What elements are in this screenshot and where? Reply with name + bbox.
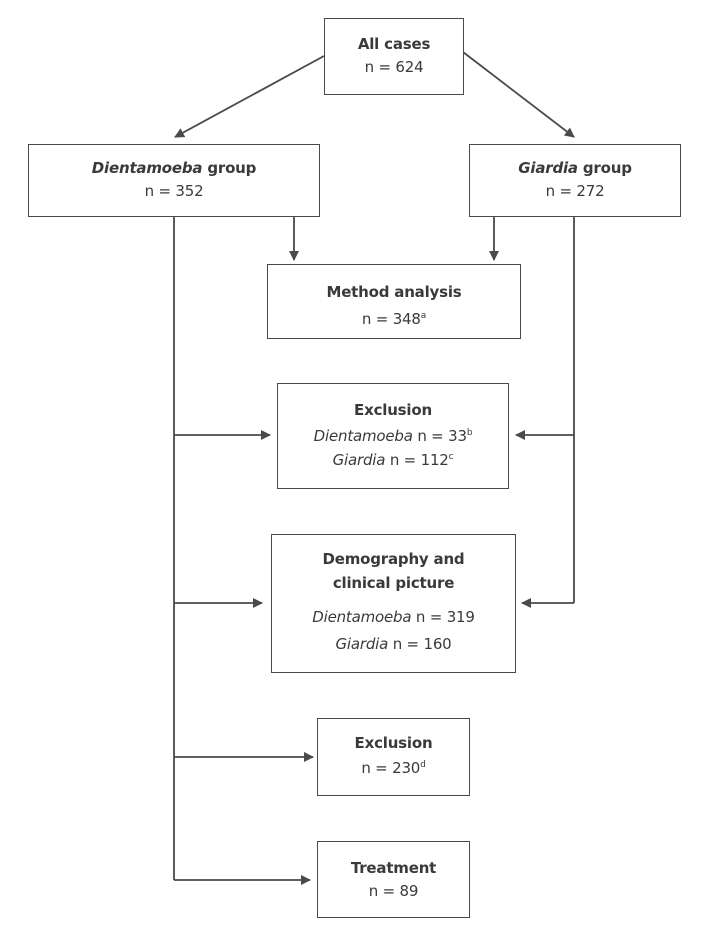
demography-box: Demography and clinical picture Dientamo…: [271, 534, 516, 673]
dientamoeba-group-title-rest: group: [207, 159, 257, 177]
exclusion-2-title: Exclusion: [354, 734, 433, 752]
giardia-group-title: Giardia group: [470, 157, 680, 179]
exclusion-1-dientamoeba-note: b: [466, 428, 473, 438]
treatment-count: n = 89: [368, 882, 419, 900]
method-analysis-count: n = 348: [361, 310, 421, 328]
arrow-all-to-dientamoeba: [174, 55, 325, 138]
demography-dientamoeba-count: n = 319: [415, 608, 475, 626]
exclusion-2-count: n = 230: [361, 759, 421, 777]
method-analysis-note: a: [420, 311, 427, 321]
exclusion-1-giardia-label: Giardia: [332, 451, 386, 469]
exclusion-1-dientamoeba-label: Dientamoeba: [313, 427, 413, 445]
exclusion-2-box: Exclusion n = 230d: [317, 718, 470, 796]
exclusion-1-giardia-note: c: [448, 452, 454, 462]
method-analysis-count-line: n = 348a: [268, 307, 520, 331]
exclusion-1-line-2: Giardia n = 112c: [278, 448, 508, 472]
arrow-all-to-giardia: [462, 51, 575, 138]
method-analysis-title: Method analysis: [326, 283, 462, 301]
exclusion-1-line-1: Dientamoeba n = 33b: [278, 424, 508, 448]
treatment-box: Treatment n = 89: [317, 841, 470, 918]
exclusion-1-box: Exclusion Dientamoeba n = 33b Giardia n …: [277, 383, 509, 489]
giardia-group-box: Giardia group n = 272: [469, 144, 681, 217]
giardia-group-title-rest: group: [582, 159, 632, 177]
dientamoeba-group-title: Dientamoeba group: [29, 157, 319, 179]
demography-line-2: Giardia n = 160: [272, 632, 515, 656]
exclusion-2-count-line: n = 230d: [318, 756, 469, 780]
exclusion-2-note: d: [420, 760, 426, 770]
treatment-title: Treatment: [350, 859, 437, 877]
exclusion-1-giardia-count: n = 112: [389, 451, 449, 469]
dientamoeba-group-title-italic: Dientamoeba: [91, 159, 203, 177]
dientamoeba-group-box: Dientamoeba group n = 352: [28, 144, 320, 217]
exclusion-1-dientamoeba-count: n = 33: [417, 427, 467, 445]
demography-giardia-count: n = 160: [392, 635, 452, 653]
demography-line-1: Dientamoeba n = 319: [272, 605, 515, 629]
demography-dientamoeba-label: Dientamoeba: [312, 608, 412, 626]
all-cases-title: All cases: [357, 35, 431, 53]
dientamoeba-group-count: n = 352: [144, 182, 204, 200]
demography-giardia-label: Giardia: [335, 635, 389, 653]
giardia-group-count: n = 272: [545, 182, 605, 200]
method-analysis-box: Method analysis n = 348a: [267, 264, 521, 339]
exclusion-1-title: Exclusion: [354, 401, 432, 419]
all-cases-count: n = 624: [364, 58, 424, 76]
demography-title-line-1: Demography and: [322, 550, 465, 568]
demography-title-line-2: clinical picture: [332, 574, 455, 592]
giardia-group-title-italic: Giardia: [518, 159, 578, 177]
all-cases-box: All cases n = 624: [324, 18, 464, 95]
